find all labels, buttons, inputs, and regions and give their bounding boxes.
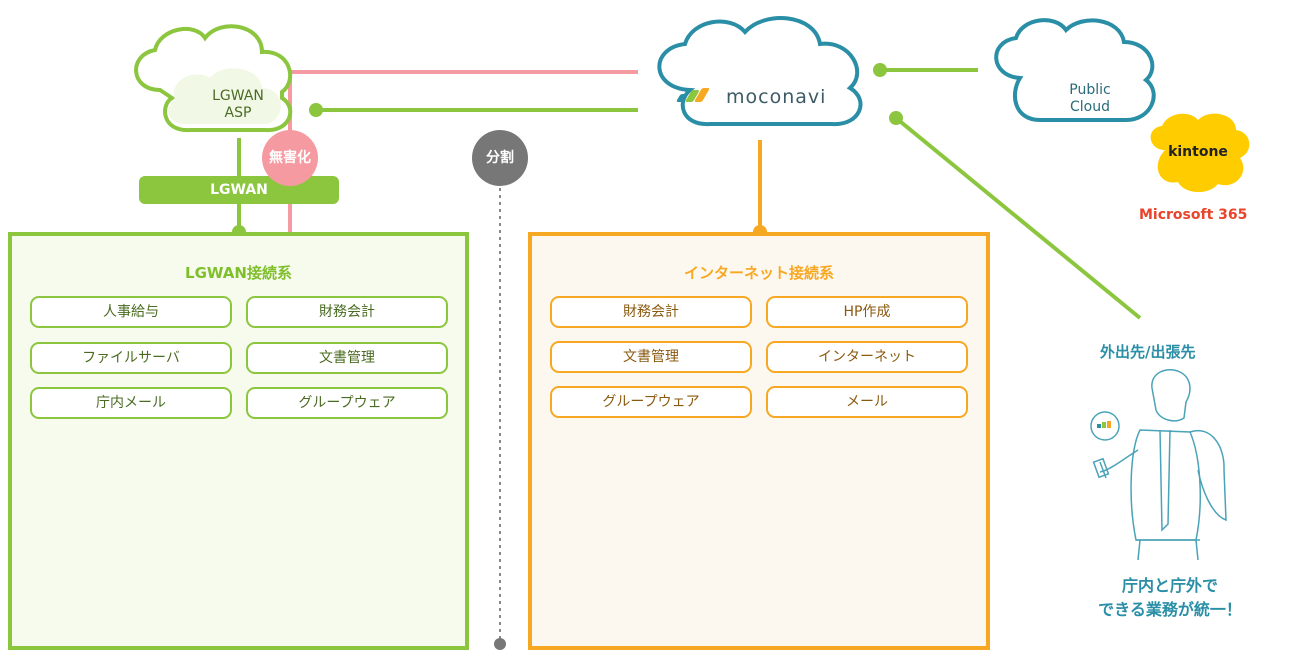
kintone-logo-text: kintone <box>1168 144 1228 160</box>
moconavi-cloud <box>657 16 863 127</box>
lgwan-panel: LGWAN接続系 人事給与 財務会計 ファイルサーバ 文書管理 庁内メール グル… <box>8 232 469 650</box>
mobile-connector-dot <box>889 111 903 125</box>
sanitize-badge: 無害化 <box>262 130 318 186</box>
public-cloud <box>994 18 1156 122</box>
lgwan-asp-label-line2: ASP <box>224 105 252 121</box>
moconavi-mobile-line <box>894 116 1142 320</box>
mobile-message: 庁内と庁外で できる業務が統一！ <box>1070 574 1270 622</box>
mobile-title: 外出先/出張先 <box>1100 343 1196 361</box>
internet-panel: インターネット接続系 財務会計 HP作成 文書管理 インターネット グループウェ… <box>528 232 990 650</box>
lgwan-network-bar: LGWAN <box>139 176 339 204</box>
chat-bubble-mobile <box>1090 411 1120 441</box>
internet-item-accounting: 財務会計 <box>550 296 752 328</box>
lgwan-asp-label-line1: LGWAN <box>212 88 264 104</box>
public-cloud-label: Public Cloud <box>1040 82 1140 116</box>
mobile-message-line2: できる業務が統一！ <box>1098 600 1242 619</box>
microsoft365-label: Microsoft 365 <box>1139 207 1248 223</box>
kintone-cloud <box>1150 113 1250 193</box>
split-badge: 分割 <box>472 130 528 186</box>
lgwan-asp-label: LGWAN ASP <box>188 88 288 122</box>
lgwan-item-accounting: 財務会計 <box>246 296 448 328</box>
mobile-message-line1: 庁内と庁外で <box>1121 576 1218 595</box>
moconavi-wordmark: moconavi <box>726 86 827 108</box>
public-cloud-label-line2: Cloud <box>1070 99 1110 115</box>
asp-connector-dot <box>309 103 323 117</box>
moconavi-logo-mark <box>676 88 710 102</box>
lgwan-item-file-server: ファイルサーバ <box>30 342 232 374</box>
public-connector-dot <box>873 63 887 77</box>
internet-item-hp-creation: HP作成 <box>766 296 968 328</box>
internet-item-mail: メール <box>766 386 968 418</box>
lgwan-item-payroll: 人事給与 <box>30 296 232 328</box>
internet-item-internet: インターネット <box>766 341 968 373</box>
mobile-worker-illustration <box>1092 368 1227 561</box>
internet-panel-title: インターネット接続系 <box>683 264 834 282</box>
lgwan-item-groupware: グループウェア <box>246 387 448 419</box>
public-cloud-label-line1: Public <box>1069 82 1111 98</box>
internet-item-document-management: 文書管理 <box>550 341 752 373</box>
lgwan-asp-cloud-fill <box>168 68 281 124</box>
internet-item-groupware: グループウェア <box>550 386 752 418</box>
split-end-dot <box>494 638 506 650</box>
lgwan-panel-title: LGWAN接続系 <box>185 264 292 282</box>
lgwan-item-document-management: 文書管理 <box>246 342 448 374</box>
lgwan-item-internal-mail: 庁内メール <box>30 387 232 419</box>
